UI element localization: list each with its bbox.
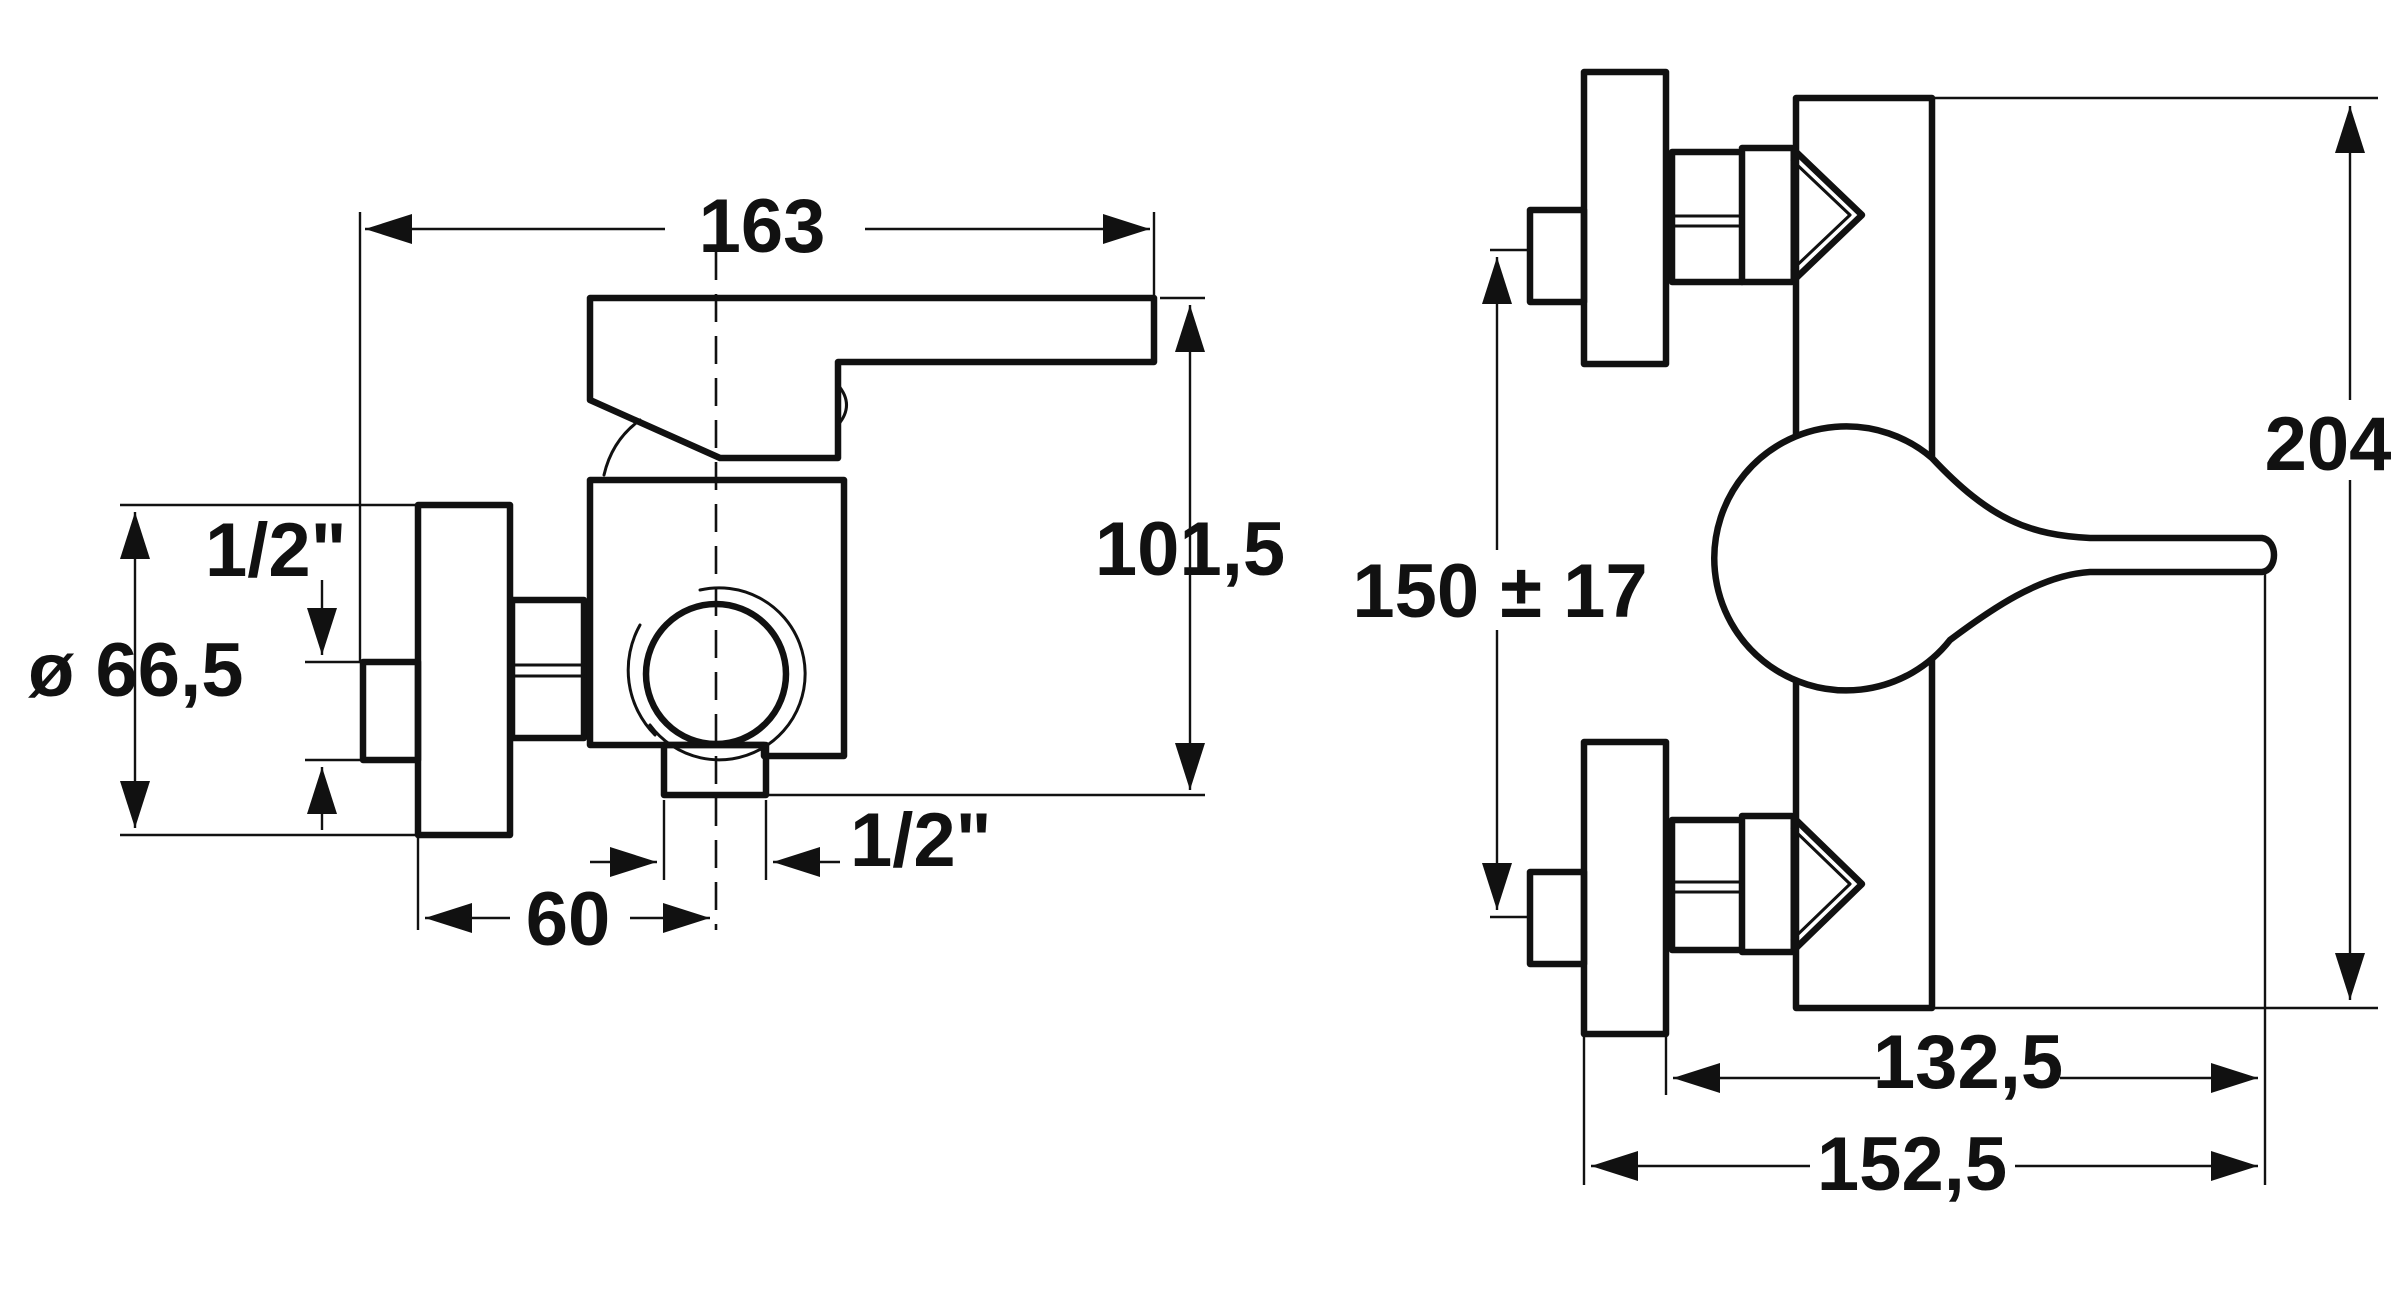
dim-label-60: 60 — [526, 877, 611, 962]
dim-label-thread-top: 1/2" — [205, 508, 347, 593]
dim-label-163: 163 — [699, 184, 826, 269]
dim-label-132-5: 132,5 — [1873, 1020, 2063, 1105]
front-rosette-top — [1580, 68, 1670, 368]
dim-label-150-17: 150 ± 17 — [1352, 549, 1647, 634]
dim-label-101-5: 101,5 — [1095, 507, 1285, 592]
side-lever-handle — [586, 294, 1158, 462]
front-lever — [1711, 423, 2278, 694]
front-view: 204 150 ± 17 132,5 152,5 — [1352, 68, 2392, 1207]
dim-label-204: 204 — [2265, 402, 2392, 487]
side-supply-pipe — [359, 658, 422, 764]
dim-label-thread-bottom: 1/2" — [850, 798, 992, 883]
front-pipe-top — [1526, 206, 1588, 306]
side-view: 163 101,5 ø 66,5 1/2" 1/2" — [28, 184, 1285, 962]
front-nut-bottom — [1668, 816, 1746, 954]
side-rosette — [414, 501, 514, 839]
front-rosette-bottom — [1580, 738, 1670, 1038]
side-hex-nut — [508, 596, 588, 742]
dim-label-152-5: 152,5 — [1817, 1122, 2007, 1207]
front-pipe-bottom — [1526, 868, 1588, 968]
dim-label-diameter: ø 66,5 — [28, 628, 243, 713]
